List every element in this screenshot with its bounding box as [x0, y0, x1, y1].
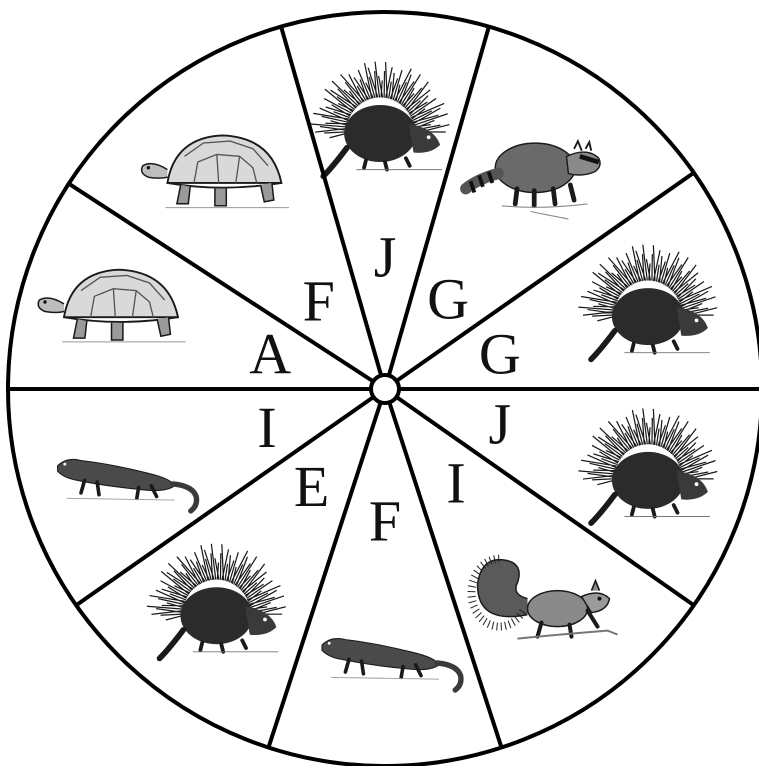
segment-letter: G: [479, 321, 521, 386]
segment-letter: A: [249, 321, 291, 386]
tortoise-drawing: [142, 135, 289, 207]
porcupine-drawing: [311, 62, 450, 177]
hub-circle: [371, 375, 399, 403]
raccoon-drawing: [466, 141, 600, 219]
mongoose-drawing: [58, 459, 197, 510]
segment-letter: J: [489, 392, 512, 457]
porcupine-drawing: [578, 408, 717, 523]
segment-letter: F: [369, 489, 401, 554]
segment-letter: J: [374, 225, 397, 290]
tortoise-drawing: [38, 270, 185, 342]
segment-letter: I: [446, 451, 465, 516]
segment-letter: E: [294, 454, 329, 519]
porcupine-drawing: [578, 245, 717, 360]
porcupine-drawing: [147, 544, 286, 659]
segment-letter: F: [303, 269, 335, 334]
mongoose-drawing: [322, 639, 461, 690]
squirrel-drawing: [468, 555, 618, 639]
segment-letter: G: [427, 266, 469, 331]
segment-letter: I: [257, 395, 276, 460]
